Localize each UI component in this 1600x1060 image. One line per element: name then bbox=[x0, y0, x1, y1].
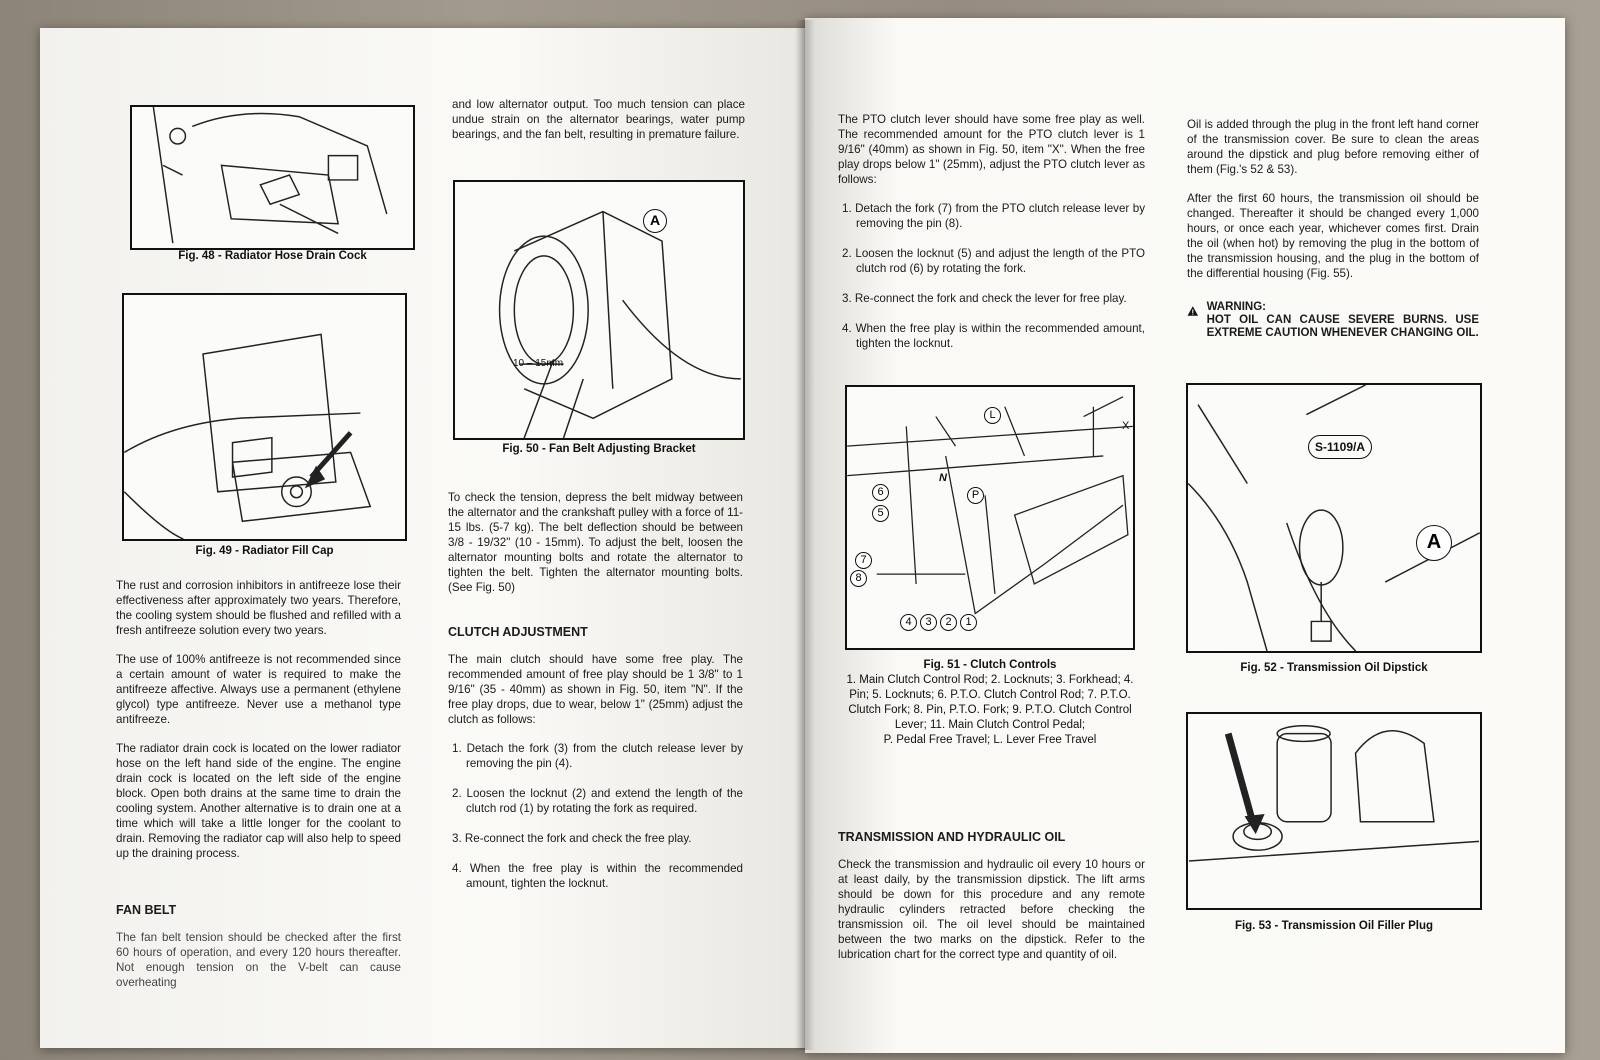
book-gutter bbox=[795, 20, 815, 1050]
fig51-callout: 5 bbox=[872, 505, 889, 522]
fig52-callout-a: A bbox=[1416, 525, 1452, 561]
fig51-legend-2: P. Pedal Free Travel; L. Lever Free Trav… bbox=[883, 734, 1097, 746]
paragraph: The radiator drain cock is located on th… bbox=[116, 742, 401, 860]
fig51-callout: 1 bbox=[960, 614, 977, 631]
left-column-2-text: and low alternator output. Too much tens… bbox=[452, 97, 745, 156]
fig51-callout: 8 bbox=[850, 570, 867, 587]
transmission-oil-section: TRANSMISSION AND HYDRAULIC OIL Check the… bbox=[838, 808, 1145, 976]
paragraph: After the first 60 hours, the transmissi… bbox=[1187, 192, 1479, 280]
clutch-steps-list: 1. Detach the fork (3) from the clutch r… bbox=[448, 741, 743, 891]
fig48-illustration bbox=[130, 105, 415, 250]
list-item: 3. Re-connect the fork and check the fre… bbox=[452, 832, 692, 845]
list-item: 1. Detach the fork (7) from the PTO clut… bbox=[842, 202, 1145, 230]
list-item: 2. Loosen the locknut (5) and adjust the… bbox=[842, 247, 1145, 275]
right-column-text: The PTO clutch lever should have some fr… bbox=[838, 112, 1145, 366]
list-item: 4. When the free play is within the reco… bbox=[842, 322, 1145, 350]
paragraph: Check the transmission and hydraulic oil… bbox=[838, 858, 1145, 961]
fig50-dimension-label: 10 – 15mm bbox=[513, 358, 564, 369]
fig50-illustration: A 10 – 15mm bbox=[453, 180, 745, 440]
fig51-callout: 6 bbox=[872, 484, 889, 501]
fig51-caption: Fig. 51 - Clutch Controls 1. Main Clutch… bbox=[842, 658, 1138, 748]
paragraph: To check the tension, depress the belt m… bbox=[448, 491, 743, 594]
left-column-2-lower-text: To check the tension, depress the belt m… bbox=[448, 490, 743, 906]
section-heading-clutch-adjustment: CLUTCH ADJUSTMENT bbox=[448, 625, 588, 639]
list-item: 3. Re-connect the fork and check the lev… bbox=[842, 292, 1127, 305]
warning-text: HOT OIL CAN CAUSE SEVERE BURNS. USE EXTR… bbox=[1206, 314, 1479, 339]
warning-triangle-icon bbox=[1187, 306, 1199, 316]
fig49-caption: Fig. 49 - Radiator Fill Cap bbox=[195, 545, 334, 557]
left-column-text: The rust and corrosion inhibitors in ant… bbox=[116, 578, 401, 1004]
fig51-callout: L bbox=[984, 407, 1001, 424]
fig51-callout: 3 bbox=[920, 614, 937, 631]
section-heading-transmission-oil: TRANSMISSION AND HYDRAULIC OIL bbox=[838, 830, 1066, 844]
pto-steps-list: 1. Detach the fork (7) from the PTO clut… bbox=[838, 201, 1145, 351]
fig48-caption: Fig. 48 - Radiator Hose Drain Cock bbox=[178, 250, 367, 262]
list-item: 2. Loosen the locknut (2) and extend the… bbox=[452, 787, 743, 815]
fig52-illustration: S-1109/A A bbox=[1186, 383, 1482, 653]
list-item: 4. When the free play is within the reco… bbox=[452, 862, 743, 890]
fig51-callout: 2 bbox=[940, 614, 957, 631]
paragraph: The rust and corrosion inhibitors in ant… bbox=[116, 579, 401, 637]
fig51-legend: 1. Main Clutch Control Rod; 2. Locknuts;… bbox=[846, 674, 1134, 731]
fig51-callout: P bbox=[967, 487, 984, 504]
paragraph: The main clutch should have some free pl… bbox=[448, 653, 743, 726]
fig51-callout: N bbox=[939, 472, 947, 484]
fig53-caption: Fig. 53 - Transmission Oil Filler Plug bbox=[1234, 920, 1434, 932]
paragraph: The use of 100% antifreeze is not recomm… bbox=[116, 653, 401, 726]
fig50-caption: Fig. 50 - Fan Belt Adjusting Bracket bbox=[502, 443, 696, 455]
paragraph: and low alternator output. Too much tens… bbox=[452, 98, 745, 141]
fig51-title: Fig. 51 - Clutch Controls bbox=[923, 659, 1057, 671]
fig49-illustration bbox=[122, 293, 407, 541]
paragraph: The PTO clutch lever should have some fr… bbox=[838, 113, 1145, 186]
warning-box: WARNING: HOT OIL CAN CAUSE SEVERE BURNS.… bbox=[1187, 301, 1479, 340]
fig51-illustration: 6 5 7 8 4 3 2 1 N P L X bbox=[845, 385, 1135, 650]
paragraph: The fan belt tension should be checked a… bbox=[116, 931, 401, 989]
list-item: 1. Detach the fork (3) from the clutch r… bbox=[452, 742, 743, 770]
fig52-caption: Fig. 52 - Transmission Oil Dipstick bbox=[1240, 662, 1428, 674]
fig51-callout: 7 bbox=[855, 552, 872, 569]
paragraph: Oil is added through the plug in the fro… bbox=[1187, 118, 1479, 176]
fig51-callout: X bbox=[1122, 420, 1130, 432]
fig51-callout: 4 bbox=[900, 614, 917, 631]
fig53-illustration bbox=[1186, 712, 1482, 910]
section-heading-fan-belt: FAN BELT bbox=[116, 903, 177, 917]
fig50-callout-a: A bbox=[643, 209, 667, 233]
fig52-part-label: S-1109/A bbox=[1308, 435, 1373, 459]
right-column-2-text: Oil is added through the plug in the fro… bbox=[1187, 117, 1479, 340]
warning-title: WARNING: bbox=[1206, 301, 1266, 313]
